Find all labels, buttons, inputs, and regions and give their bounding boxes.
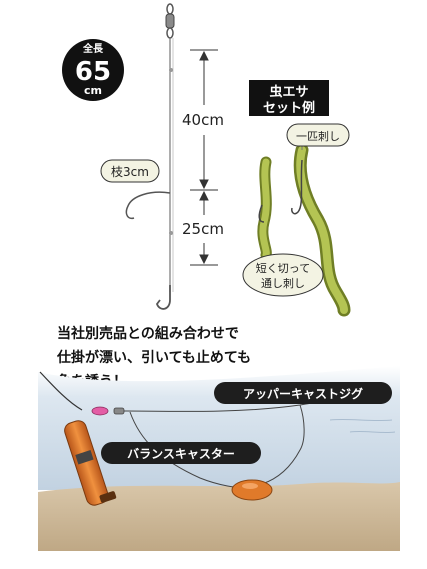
bait-example-title: 虫エサ セット例	[249, 80, 329, 116]
svg-text:cm: cm	[84, 84, 102, 97]
branch-length-bubble: 枝3cm	[100, 159, 160, 183]
lower-length-label: 25cm	[182, 220, 224, 238]
svg-text:65: 65	[75, 57, 111, 87]
svg-text:一匹刺し: 一匹刺し	[296, 130, 340, 143]
wave-lines	[329, 418, 396, 434]
fishing-line	[39, 371, 83, 411]
svg-text:バランスキャスター: バランスキャスター	[127, 447, 235, 461]
svg-text:仕掛が漂い、引いても止めても: 仕掛が漂い、引いても止めても	[56, 349, 251, 366]
svg-text:アッパーキャストジグ: アッパーキャストジグ	[243, 386, 363, 401]
total-length-badge: 全長 65 cm	[62, 39, 124, 101]
branch-hook	[125, 191, 171, 220]
whole-worm	[291, 138, 351, 317]
short-cut-worm	[257, 156, 272, 261]
svg-text:全長: 全長	[82, 42, 104, 55]
svg-text:セット例: セット例	[263, 100, 315, 116]
bottom-hook	[155, 285, 171, 310]
sand-bottom	[38, 482, 400, 551]
pink-bead	[91, 406, 109, 416]
top-swivel	[165, 3, 175, 39]
whole-worm-label: 一匹刺し	[286, 123, 350, 147]
svg-text:枝3cm: 枝3cm	[111, 164, 149, 179]
balance-caster-label: バランスキャスター	[101, 442, 261, 464]
short-cut-label: 短く切って 通し刺し	[242, 253, 324, 297]
svg-text:通し刺し: 通し刺し	[261, 277, 305, 290]
svg-text:短く切って: 短く切って	[256, 261, 310, 275]
dimension-arrows	[190, 49, 218, 266]
balance-caster-sinker	[231, 479, 273, 501]
svg-text:当社別売品との組み合わせで: 当社別売品との組み合わせで	[57, 325, 239, 342]
upper-cast-jig-label: アッパーキャストジグ	[214, 382, 392, 404]
svg-text:虫エサ: 虫エサ	[269, 84, 308, 100]
upper-cast-jig	[64, 420, 117, 506]
upper-length-label: 40cm	[182, 111, 224, 129]
